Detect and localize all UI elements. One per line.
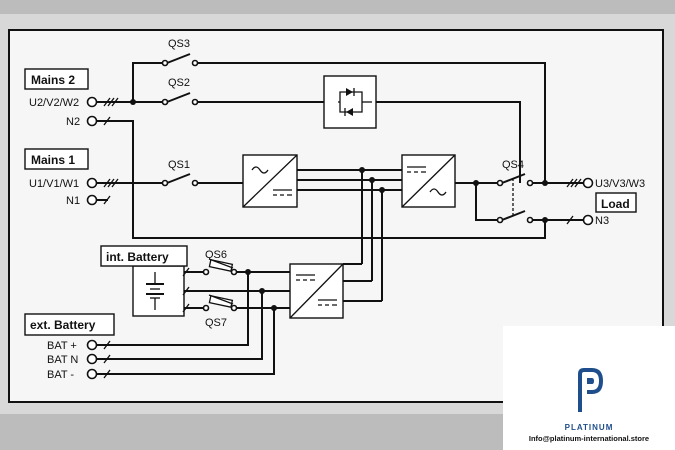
wire-count-ticks (103, 97, 582, 379)
inverter-block (401, 154, 456, 208)
brand-name: PLATINUM (564, 423, 614, 432)
switch-qs1 (161, 173, 199, 187)
charger-block (289, 263, 344, 319)
fuse-switch-qs7 (202, 294, 238, 312)
label-qs3: QS3 (168, 38, 190, 50)
section-int-battery: int. Battery (100, 245, 188, 267)
terminals-left (86, 96, 98, 380)
wiring (97, 62, 583, 375)
brand-email: Info@platinum-international.store (528, 434, 650, 443)
label-u1v1w1: U1/V1/W1 (29, 178, 79, 190)
int-battery-title: int. Battery (106, 250, 169, 264)
label-bat-minus: BAT - (47, 369, 74, 381)
static-bypass-block (323, 75, 377, 129)
switch-qs4 (496, 173, 534, 224)
mains2-title: Mains 2 (31, 73, 75, 87)
rectifier-block (242, 154, 298, 208)
platinum-logo-icon (578, 368, 603, 412)
label-bat-plus: BAT + (47, 340, 77, 352)
ext-battery-title: ext. Battery (30, 318, 96, 332)
switch-qs2 (161, 92, 199, 106)
fuse-switch-qs6 (202, 258, 238, 276)
brand-panel: PLATINUM Info@platinum-international.sto… (503, 326, 675, 450)
load-title: Load (601, 197, 630, 211)
section-load: Load (595, 192, 637, 213)
label-qs6: QS6 (205, 249, 227, 261)
label-u2v2w2: U2/V2/W2 (29, 97, 79, 109)
label-n3: N3 (595, 215, 609, 227)
label-n1: N1 (66, 195, 80, 207)
section-ext-battery: ext. Battery (24, 313, 115, 336)
label-qs4: QS4 (502, 159, 524, 171)
junction-dots (130, 99, 548, 311)
internal-battery-block (132, 265, 185, 317)
section-mains1: Mains 1 (24, 148, 89, 170)
label-qs2: QS2 (168, 77, 190, 89)
label-qs7: QS7 (205, 317, 227, 329)
label-qs1: QS1 (168, 159, 190, 171)
label-n2: N2 (66, 116, 80, 128)
terminals-right (582, 177, 594, 226)
label-bat-n: BAT N (47, 354, 78, 366)
switch-qs3 (161, 53, 199, 67)
label-u3v3w3: U3/V3/W3 (595, 178, 645, 190)
mains1-title: Mains 1 (31, 153, 75, 167)
section-mains2: Mains 2 (24, 68, 89, 90)
